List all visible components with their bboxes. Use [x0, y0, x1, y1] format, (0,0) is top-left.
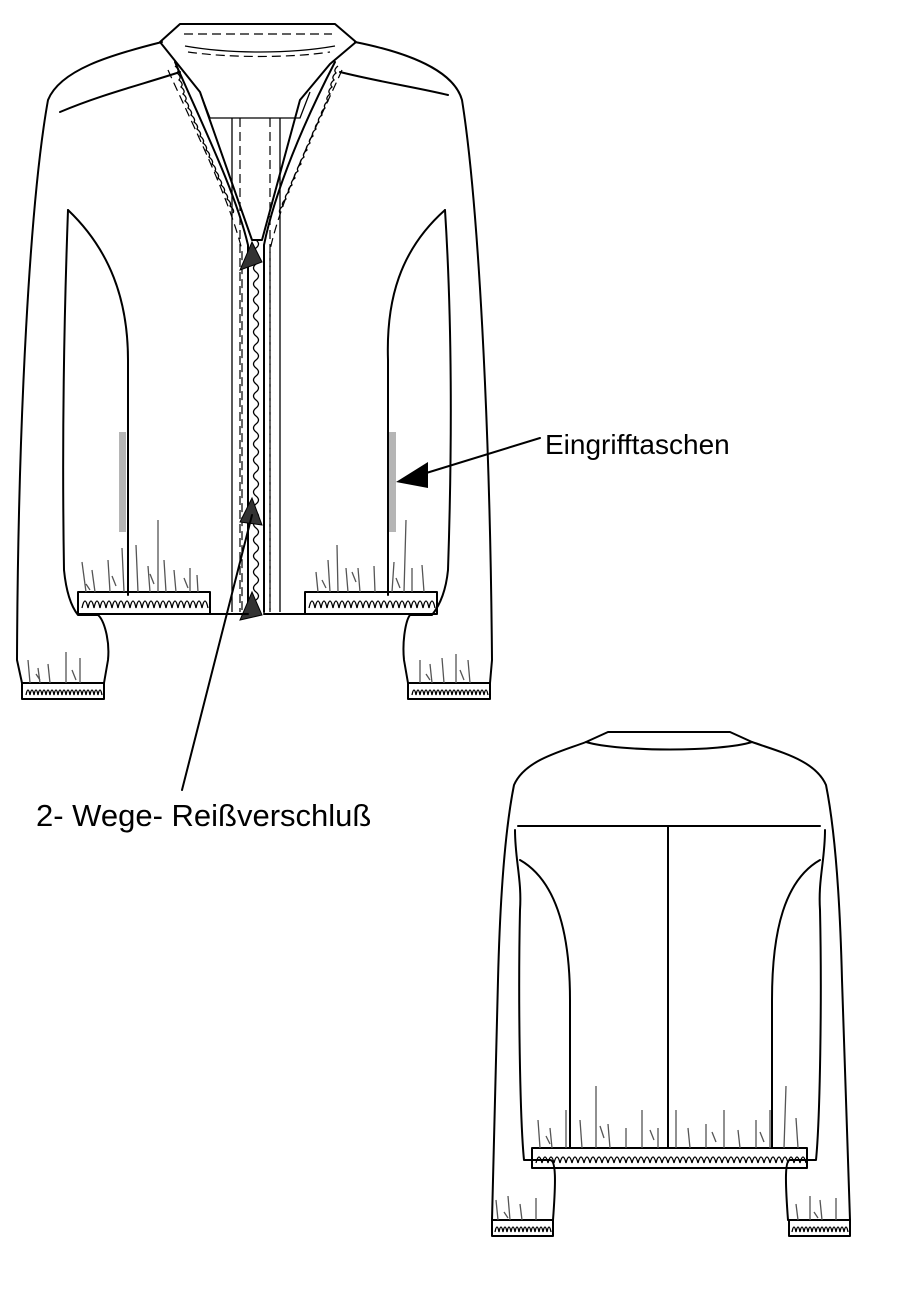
front-right-pocket [389, 432, 396, 532]
front-right-armhole [386, 209, 446, 596]
front-right-edge-stitch [269, 69, 343, 610]
zipper-teeth-right-collar [278, 65, 339, 214]
front-collar [159, 23, 357, 241]
front-left-hem-ruffle [81, 600, 209, 609]
front-collar-inner [184, 45, 336, 53]
back-left-cuff-ruffle [494, 1226, 552, 1233]
front-left-yoke [59, 71, 181, 113]
zipper-teeth-center [252, 239, 260, 601]
front-right-yoke [339, 71, 449, 96]
back-right-cuff-ruffle [791, 1226, 849, 1233]
front-right-edge [263, 61, 336, 613]
zipper-teeth-left-collar [174, 65, 235, 214]
front-left-sleeve [16, 41, 163, 684]
zipper-leader-line [181, 514, 253, 791]
front-inner-lines [231, 118, 281, 612]
front-inner-back [199, 91, 311, 119]
front-left-armhole [67, 209, 129, 596]
back-body-outline [491, 741, 851, 1221]
front-left-pocket [119, 432, 126, 532]
back-hem-gathers [537, 1085, 799, 1149]
pockets-label: Eingrifftaschen [545, 429, 730, 460]
zipper-puller-top [239, 240, 263, 271]
zipper-label: 2- Wege- Reißverschluß [36, 798, 371, 833]
back-collar [585, 731, 753, 751]
front-left-cuff-ruffle [25, 689, 103, 696]
zipper-puller-middle [239, 496, 263, 526]
back-left-armhole [519, 859, 571, 1149]
back-right-cuff [788, 1219, 851, 1237]
front-right-gathers [315, 519, 425, 593]
pocket-arrowhead [396, 462, 428, 488]
front-left-cuff [21, 682, 105, 700]
front-view [16, 23, 493, 700]
front-right-cuff-ruffle [411, 689, 489, 696]
front-right-sleeve [354, 41, 493, 684]
front-left-gathers [81, 520, 199, 593]
back-right-armhole [771, 859, 821, 1149]
pocket-leader-line [409, 437, 541, 479]
back-right-cuff-gathers [795, 1196, 837, 1221]
back-hem-band [531, 1147, 808, 1169]
back-view [491, 731, 851, 1237]
back-hem-ruffle [535, 1156, 807, 1164]
front-right-hem-ruffle [308, 600, 436, 609]
front-collar-topstitch-2 [187, 51, 331, 58]
front-left-edge-stitch [167, 69, 243, 610]
front-right-cuff-gathers [419, 654, 471, 684]
front-left-cuff-gathers [27, 652, 81, 684]
back-left-cuff [491, 1219, 554, 1237]
front-right-cuff [407, 682, 491, 700]
annotations: Eingrifftaschen 2- Wege- Reißverschluß [36, 429, 730, 833]
front-right-hem-band [304, 591, 438, 615]
front-left-edge [174, 61, 249, 613]
back-left-cuff-gathers [495, 1195, 537, 1221]
front-left-hem-band [77, 591, 211, 615]
